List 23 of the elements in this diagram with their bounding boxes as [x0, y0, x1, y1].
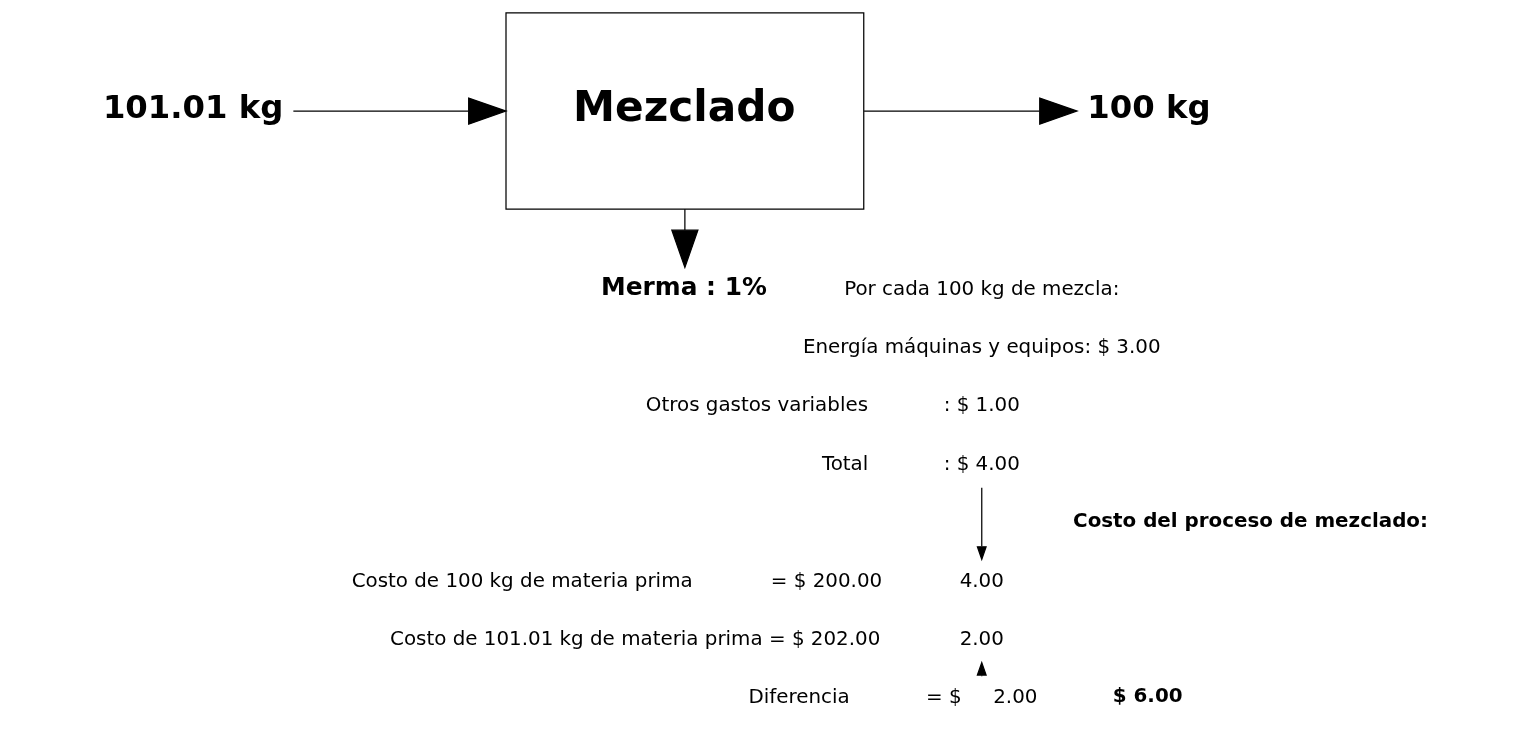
label: Otros gastos variables: [645, 393, 868, 417]
node-text: 101.01 kg: [102, 87, 283, 126]
arrow: [670, 208, 699, 270]
node-text: Merma : 1%: [600, 271, 767, 301]
node-text: : $ 4.00: [943, 451, 1020, 475]
label: $ 6.00: [1112, 684, 1183, 708]
label: Energía máquinas y equipos: $ 3.00: [802, 335, 1161, 359]
node-text: 4.00: [959, 568, 1004, 592]
arrow: [862, 97, 1079, 126]
arrow: [976, 487, 987, 562]
label: Costo del proceso de mezclado:: [1072, 509, 1428, 532]
label: : $ 1.00: [943, 393, 1020, 417]
node-text: = $ 2.00: [925, 685, 1037, 709]
node-text: 2.00: [959, 627, 1004, 650]
label: Costo de 100 kg de materia prima: [351, 568, 693, 592]
node-text: 100 kg: [1086, 87, 1211, 126]
label: = $ 200.00: [770, 568, 882, 592]
arrow: [292, 97, 508, 126]
label: Por cada 100 kg de mezcla:: [843, 276, 1119, 300]
label: Diferencia: [748, 685, 850, 709]
label: Costo de 101.01 kg de materia prima = $ 202.00: [389, 627, 880, 650]
label: Total: [821, 451, 868, 475]
node-box: Mezclado: [504, 12, 864, 210]
